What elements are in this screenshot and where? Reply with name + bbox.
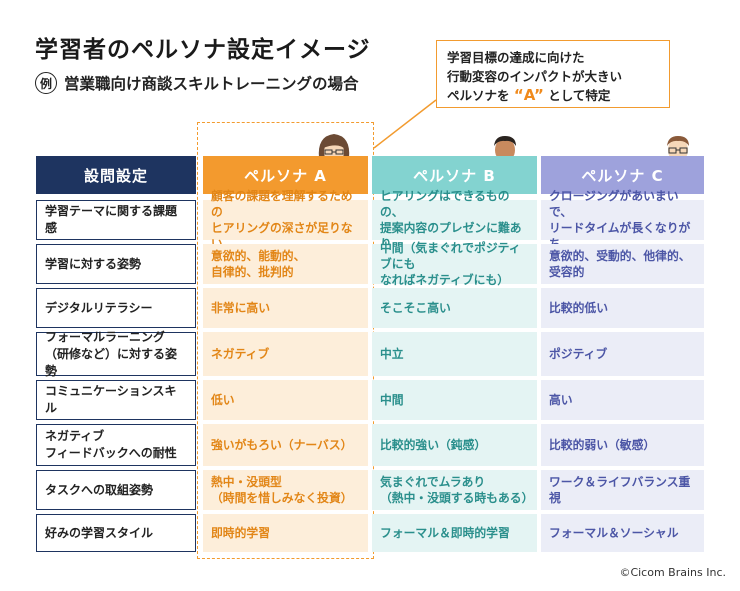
header-persona-c: ペルソナ C bbox=[541, 156, 704, 194]
cell-c-digital-literacy: 比較的低い bbox=[541, 288, 704, 328]
cell-a-learning-style: 即時的学習 bbox=[203, 514, 368, 552]
callout-line-1: 学習目標の達成に向けた bbox=[447, 50, 585, 65]
cell-c-communication: 高い bbox=[541, 380, 704, 420]
copyright: ©Cicom Brains Inc. bbox=[619, 566, 726, 579]
cell-a-digital-literacy: 非常に高い bbox=[203, 288, 368, 328]
cell-c-feedback-tolerance: 比較的弱い（敏感） bbox=[541, 424, 704, 466]
cell-c-learning-style: フォーマル＆ソーシャル bbox=[541, 514, 704, 552]
row-label-learning-theme: 学習テーマに関する課題感 bbox=[36, 200, 196, 240]
cell-c-task-attitude: ワーク＆ライフバランス重視 bbox=[541, 470, 704, 510]
cell-c-learning-attitude: 意欲的、受動的、他律的、受容的 bbox=[541, 244, 704, 284]
cell-b-formal-learning: 中立 bbox=[372, 332, 537, 376]
cell-a-task-attitude: 熱中・没頭型（時間を惜しみなく投資） bbox=[203, 470, 368, 510]
row-label-communication: コミュニケーションスキル bbox=[36, 380, 196, 420]
subtitle: 例 営業職向け商談スキルトレーニングの場合 bbox=[35, 72, 359, 94]
callout-line-2: 行動変容のインパクトが大きい bbox=[447, 69, 623, 84]
cell-c-formal-learning: ポジティブ bbox=[541, 332, 704, 376]
subtitle-text: 営業職向け商談スキルトレーニングの場合 bbox=[64, 75, 359, 93]
row-label-formal-learning: フォーマルラーニング（研修など）に対する姿勢 bbox=[36, 330, 196, 378]
cell-b-learning-attitude: 中間（気まぐれでポジティブにもなればネガティブにも） bbox=[372, 241, 537, 287]
cell-a-feedback-tolerance: 強いがもろい（ナーバス） bbox=[203, 424, 368, 466]
header-persona-b: ペルソナ B bbox=[372, 156, 537, 194]
callout-line-3: ペルソナを “A” として特定 bbox=[447, 86, 611, 104]
cell-a-learning-attitude: 意欲的、能動的、自律的、批判的 bbox=[203, 244, 368, 284]
row-label-feedback-tolerance: ネガティブフィードバックへの耐性 bbox=[36, 424, 196, 466]
row-label-learning-attitude: 学習に対する姿勢 bbox=[36, 244, 196, 284]
cell-a-formal-learning: ネガティブ bbox=[203, 332, 368, 376]
cell-b-digital-literacy: そこそこ高い bbox=[372, 288, 537, 328]
cell-b-task-attitude: 気まぐれでムラあり（熱中・没頭する時もある） bbox=[372, 470, 537, 510]
page-title: 学習者のペルソナ設定イメージ bbox=[35, 37, 371, 63]
cell-b-learning-style: フォーマル＆即時的学習 bbox=[372, 514, 537, 552]
cell-b-feedback-tolerance: 比較的強い（鈍感） bbox=[372, 424, 537, 466]
header-persona-a: ペルソナ A bbox=[203, 156, 368, 194]
cell-b-learning-theme: ヒアリングはできるものの、提案内容のプレゼンに難あり bbox=[372, 189, 537, 251]
callout-box: 学習目標の達成に向けた 行動変容のインパクトが大きい ペルソナを “A” として… bbox=[436, 40, 670, 108]
cell-a-communication: 低い bbox=[203, 380, 368, 420]
header-setting: 設問設定 bbox=[36, 156, 196, 194]
row-label-learning-style: 好みの学習スタイル bbox=[36, 514, 196, 552]
persona-a-mark: “A” bbox=[513, 86, 544, 104]
cell-c-learning-theme: クロージングがあいまいで、リードタイムが長くなりがち bbox=[541, 189, 704, 251]
row-label-digital-literacy: デジタルリテラシー bbox=[36, 288, 196, 328]
cell-b-communication: 中間 bbox=[372, 380, 537, 420]
example-mark: 例 bbox=[35, 72, 57, 94]
cell-a-learning-theme: 顧客の課題を理解するためのヒアリングの深さが足りない bbox=[203, 189, 368, 251]
row-label-task-attitude: タスクへの取組姿勢 bbox=[36, 470, 196, 510]
